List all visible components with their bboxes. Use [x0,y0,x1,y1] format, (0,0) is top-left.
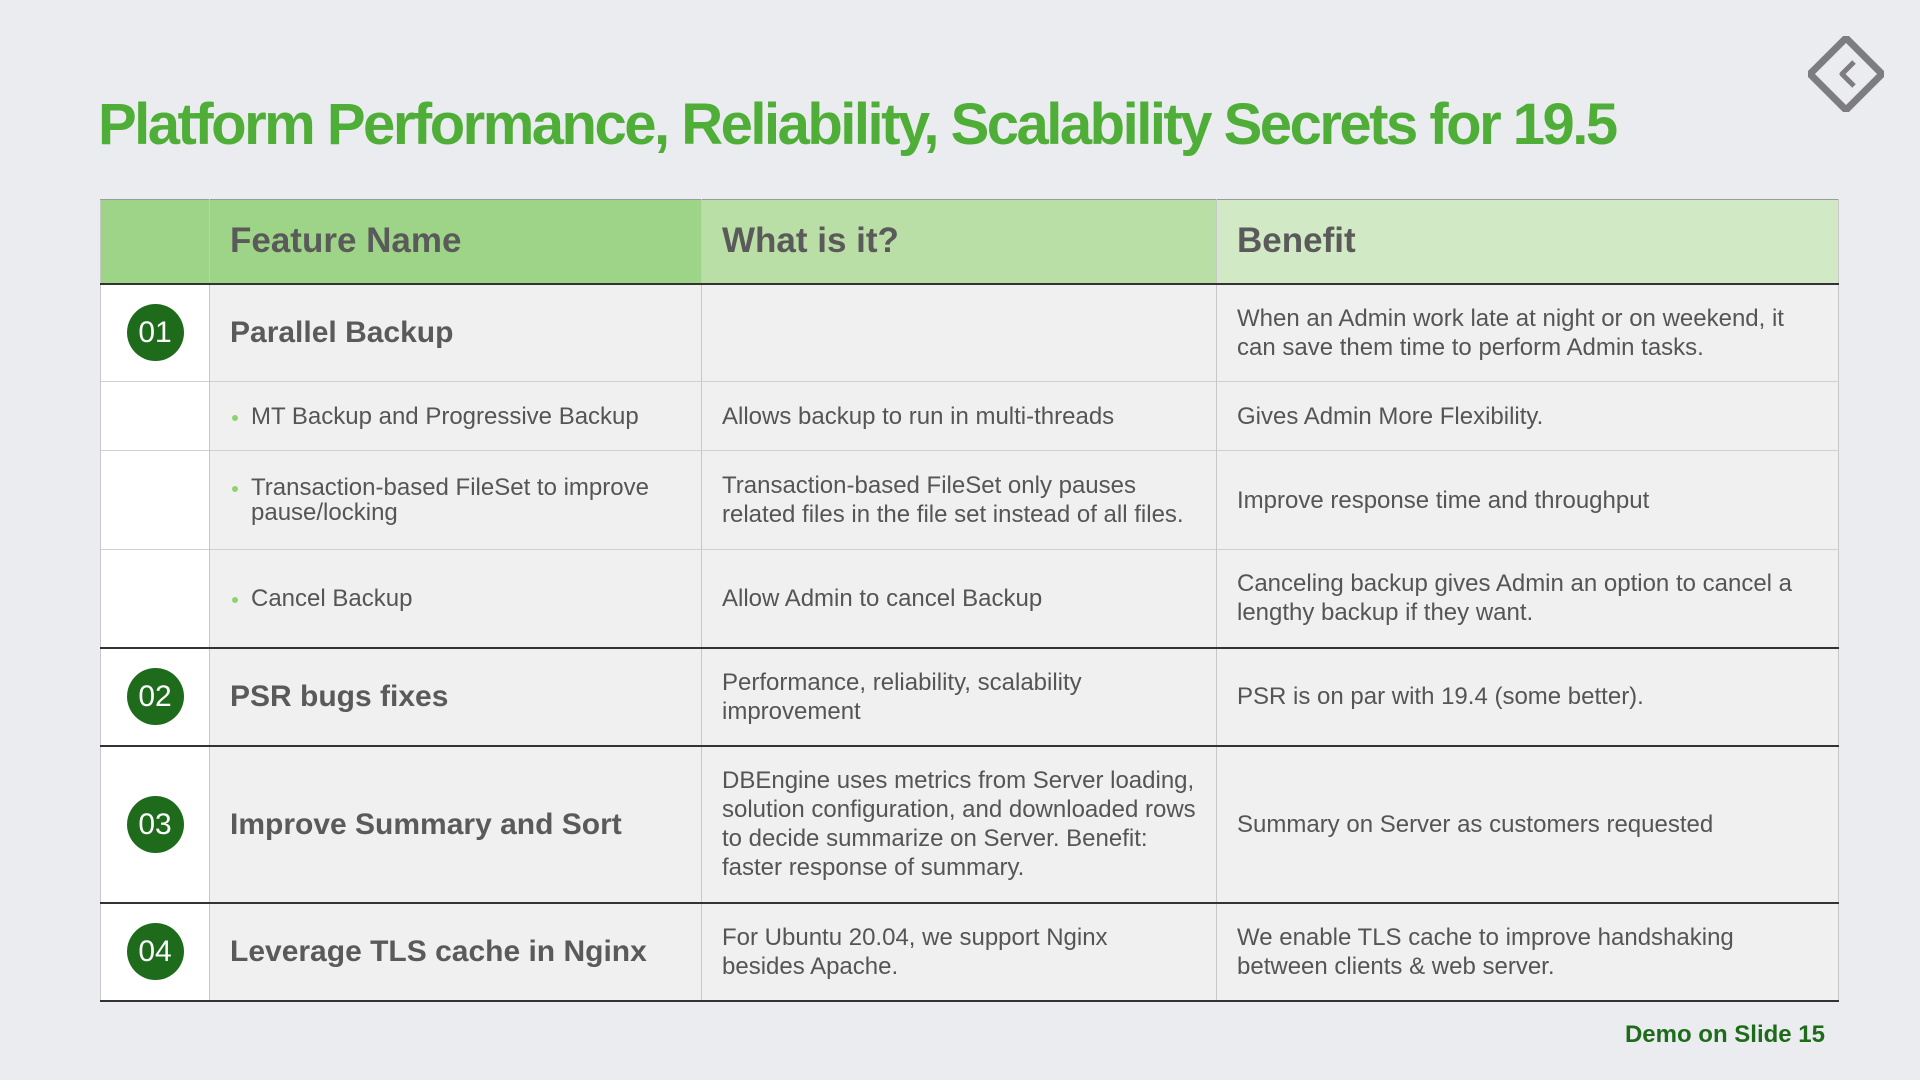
table-row: Cancel Backup Allow Admin to cancel Back… [100,549,1839,649]
feature-name-cell: MT Backup and Progressive Backup [209,381,702,451]
what-cell: DBEngine uses metrics from Server loadin… [701,745,1217,904]
diamond-chevron-logo-icon [1808,36,1884,112]
table-row: Transaction-based FileSet to improve pau… [100,450,1839,550]
row-number-cell [100,381,210,451]
header-feature-name: Feature Name [209,199,702,285]
benefit-cell: Canceling backup gives Admin an option t… [1216,549,1839,649]
what-cell: Allows backup to run in multi-threads [701,381,1217,451]
feature-name-cell: Parallel Backup [209,283,702,382]
slide-title: Platform Performance, Reliability, Scala… [98,92,1618,157]
what-cell: For Ubuntu 20.04, we support Nginx besid… [701,902,1217,1002]
benefit-cell: Improve response time and throughput [1216,450,1839,550]
benefit-cell: Summary on Server as customers requested [1216,745,1839,904]
number-badge: 01 [126,304,184,362]
feature-name-cell: Improve Summary and Sort [209,745,702,904]
table-row: 04 Leverage TLS cache in Nginx For Ubunt… [100,902,1839,1002]
feature-name-cell: Cancel Backup [209,549,702,649]
benefit-cell: We enable TLS cache to improve handshaki… [1216,902,1839,1002]
table-header-row: Feature Name What is it? Benefit [100,199,1839,285]
table-row: MT Backup and Progressive Backup Allows … [100,381,1839,451]
header-what-is-it: What is it? [701,199,1217,285]
table-row: 01 Parallel Backup When an Admin work la… [100,283,1839,382]
sub-feature-bullet: Transaction-based FileSet to improve pau… [230,475,681,525]
feature-name-cell: Leverage TLS cache in Nginx [209,902,702,1002]
sub-feature-bullet: Cancel Backup [230,586,681,611]
header-benefit: Benefit [1216,199,1839,285]
row-number-cell [100,450,210,550]
row-number-cell [100,549,210,649]
feature-name-cell: PSR bugs fixes [209,647,702,747]
benefit-cell: PSR is on par with 19.4 (some better). [1216,647,1839,747]
what-cell: Performance, reliability, scalability im… [701,647,1217,747]
feature-table: Feature Name What is it? Benefit 01 Para… [100,199,1839,1002]
feature-name-cell: Transaction-based FileSet to improve pau… [209,450,702,550]
number-badge: 02 [126,668,184,725]
row-number-cell: 01 [100,283,210,382]
number-badge: 04 [126,923,184,980]
what-cell: Allow Admin to cancel Backup [701,549,1217,649]
what-cell [701,283,1217,382]
what-cell: Transaction-based FileSet only pauses re… [701,450,1217,550]
row-number-cell: 03 [100,745,210,904]
table-row: 03 Improve Summary and Sort DBEngine use… [100,745,1839,904]
header-number [100,199,210,285]
row-number-cell: 02 [100,647,210,747]
table-row: 02 PSR bugs fixes Performance, reliabili… [100,647,1839,747]
sub-feature-bullet: MT Backup and Progressive Backup [230,404,681,429]
demo-slide-link[interactable]: Demo on Slide 15 [1624,1021,1825,1048]
benefit-cell: Gives Admin More Flexibility. [1216,381,1839,451]
row-number-cell: 04 [100,902,210,1002]
benefit-cell: When an Admin work late at night or on w… [1216,283,1839,382]
number-badge: 03 [126,795,184,853]
